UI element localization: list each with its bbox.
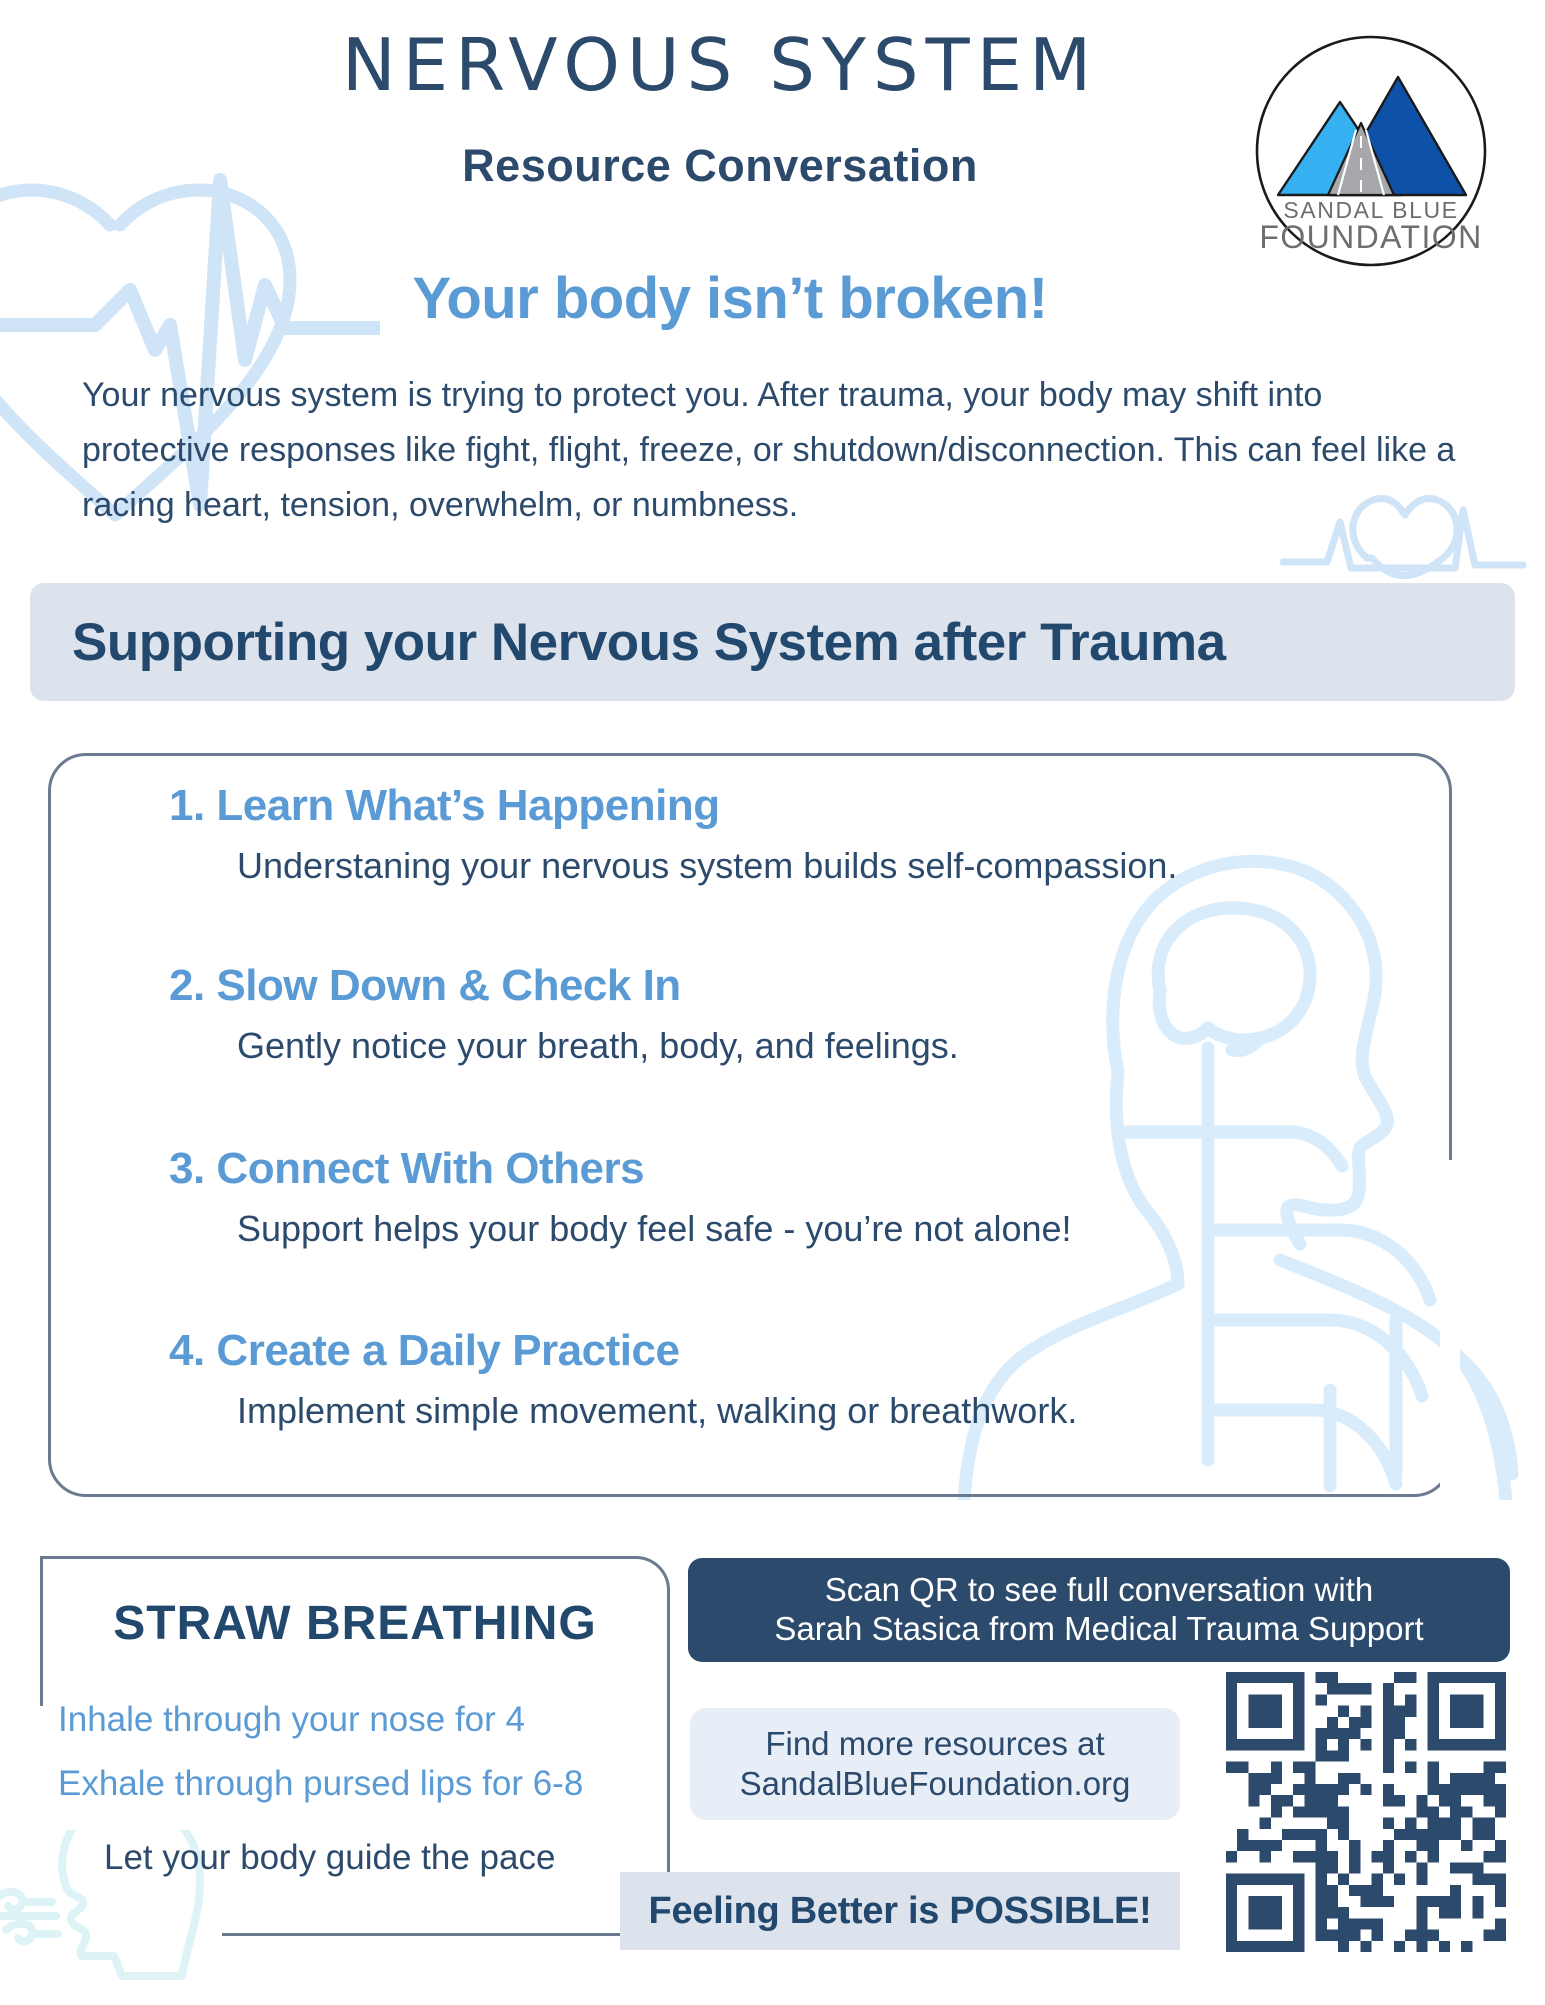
section-banner-text: Supporting your Nervous System after Tra…: [72, 612, 1226, 672]
straw-breathing-exhale-line: Exhale through pursed lips for 6-8: [58, 1764, 584, 1803]
resources-line-1: Find more resources at: [765, 1725, 1105, 1763]
step-item: 1. Learn What’s Happening Understaning y…: [169, 781, 1419, 887]
step-item: 2. Slow Down & Check In Gently notice yo…: [169, 961, 1419, 1067]
intro-paragraph: Your nervous system is trying to protect…: [82, 376, 1456, 525]
steps-card: 1. Learn What’s Happening Understaning y…: [48, 753, 1452, 1497]
step-description: Gently notice your breath, body, and fee…: [237, 1025, 959, 1066]
page-subtitle: Resource Conversation: [462, 140, 978, 191]
step-title: 4. Create a Daily Practice: [169, 1326, 680, 1375]
straw-breathing-card-left-edge: [40, 1556, 43, 1706]
straw-breathing-pace-line: Let your body guide the pace: [104, 1838, 556, 1877]
straw-breathing-card-bottom-rule: [222, 1933, 670, 1936]
qr-code[interactable]: [1226, 1672, 1506, 1952]
sandal-blue-foundation-logo: SANDAL BLUE FOUNDATION: [1255, 35, 1487, 267]
step-title: 3. Connect With Others: [169, 1144, 645, 1193]
feeling-better-banner: Feeling Better is POSSIBLE!: [620, 1872, 1180, 1950]
hero-heading: Your body isn’t broken!: [412, 266, 1048, 331]
qr-callout-banner: Scan QR to see full conversation with Sa…: [688, 1558, 1510, 1662]
straw-breathing-inhale-line: Inhale through your nose for 4: [58, 1700, 525, 1739]
feeling-better-text: Feeling Better is POSSIBLE!: [648, 1889, 1152, 1932]
qr-callout-line-2: Sarah Stasica from Medical Trauma Suppor…: [774, 1610, 1424, 1647]
step-title: 2. Slow Down & Check In: [169, 961, 681, 1010]
resources-box: Find more resources at SandalBlueFoundat…: [690, 1708, 1180, 1820]
header: NERVOUS SYSTEM Resource Conversation: [0, 0, 1545, 230]
resources-website-url: SandalBlueFoundation.org: [739, 1765, 1131, 1802]
logo-line-2: FOUNDATION: [1259, 219, 1482, 255]
step-item: 4. Create a Daily Practice Implement sim…: [169, 1326, 1419, 1432]
step-description: Implement simple movement, walking or br…: [237, 1390, 1078, 1431]
page-title: NERVOUS SYSTEM: [341, 23, 1099, 107]
section-banner: Supporting your Nervous System after Tra…: [30, 583, 1515, 701]
card-border-gap: [1440, 1160, 1460, 1490]
qr-callout-line-1: Scan QR to see full conversation with: [824, 1571, 1374, 1609]
straw-breathing-title: STRAW BREATHING: [113, 1597, 597, 1650]
step-description: Support helps your body feel safe - you’…: [237, 1208, 1072, 1249]
step-title: 1. Learn What’s Happening: [169, 781, 720, 830]
logo-line-1: SANDAL BLUE: [1283, 197, 1458, 223]
straw-breathing-card: [40, 1556, 670, 1936]
step-item: 3. Connect With Others Support helps you…: [169, 1144, 1419, 1250]
step-description: Understaning your nervous system builds …: [237, 845, 1178, 886]
